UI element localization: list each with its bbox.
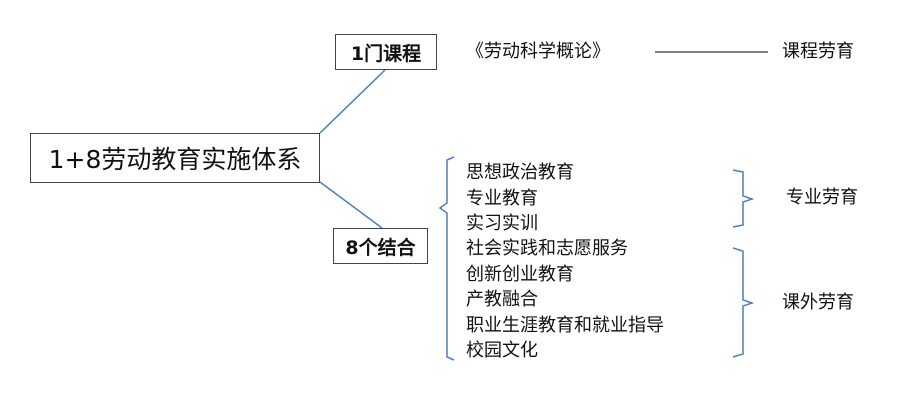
course-node: 1门课程 (335, 34, 437, 70)
connector-root-course (319, 69, 386, 134)
course-category-label: 课程劳育 (782, 41, 854, 62)
list-item: 思想政治教育 (466, 162, 574, 183)
list-item: 产教融合 (466, 289, 538, 310)
list-item: 职业生涯教育和就业指导 (466, 314, 664, 336)
list-item: 校园文化 (466, 340, 538, 361)
professional-items-list: 思想政治教育 专业教育 实习实训 (466, 160, 574, 237)
right-bracket-extracurricular (732, 247, 755, 358)
list-item: 创新创业教育 (466, 263, 574, 285)
combine-node: 8个结合 (333, 228, 428, 264)
course-book-title: 《劳动科学概论》 (466, 41, 610, 62)
extracurricular-category-label: 课外劳育 (782, 292, 854, 313)
right-bracket-professional (732, 169, 755, 228)
connector-root-combine (319, 181, 383, 229)
left-bracket (438, 156, 455, 361)
list-item: 社会实践和志愿服务 (466, 238, 628, 259)
list-item: 实习实训 (466, 213, 538, 234)
root-node: 1+8劳动教育实施体系 (30, 133, 320, 183)
extracurricular-items-list: 社会实践和志愿服务 创新创业教育 产教融合 职业生涯教育和就业指导 校园文化 (466, 236, 664, 364)
professional-category-label: 专业劳育 (786, 187, 858, 208)
list-item: 专业教育 (466, 187, 538, 209)
